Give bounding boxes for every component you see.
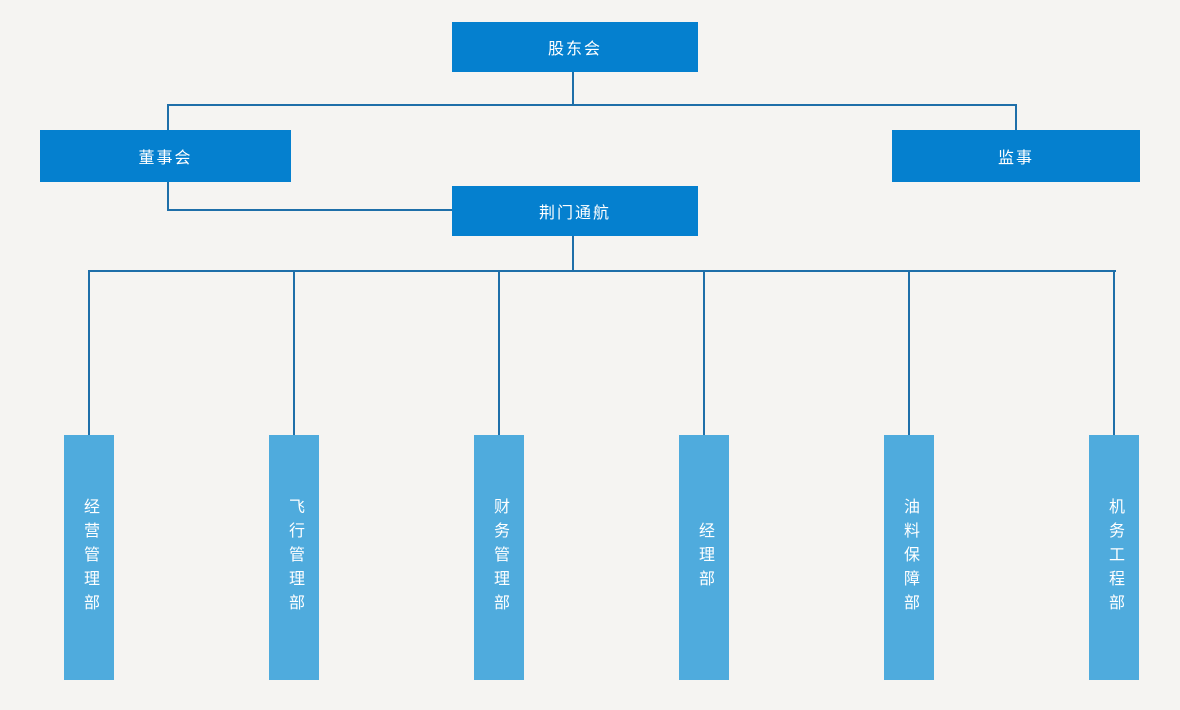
- node-label: 油料保障部: [901, 497, 918, 618]
- node-label: 财务管理部: [491, 497, 508, 618]
- connector-drop-supervisor: [1015, 104, 1017, 131]
- connector-company-stub: [572, 236, 574, 271]
- node-company: 荆门通航: [452, 186, 698, 236]
- connector-board-down: [167, 182, 169, 211]
- connector-drop-dept-2: [293, 270, 295, 435]
- connector-drop-dept-3: [498, 270, 500, 435]
- node-label: 荆门通航: [538, 205, 611, 222]
- connector-drop-dept-5: [908, 270, 910, 435]
- connector-level2-horizontal: [167, 104, 1017, 106]
- node-dept-flight-management: 飞行管理部: [269, 435, 319, 680]
- node-dept-fuel-support: 油料保障部: [884, 435, 934, 680]
- connector-drop-dept-6: [1113, 270, 1115, 435]
- connector-departments-horizontal: [88, 270, 1116, 272]
- node-label: 经营管理部: [81, 497, 98, 618]
- node-label: 董事会: [138, 150, 193, 167]
- node-dept-operations-management: 经营管理部: [64, 435, 114, 680]
- node-supervisor: 监事: [892, 130, 1140, 182]
- node-dept-manager: 经理部: [679, 435, 729, 680]
- connector-drop-dept-1: [88, 270, 90, 435]
- connector-root-stub: [572, 72, 574, 105]
- node-label: 飞行管理部: [286, 497, 303, 618]
- node-dept-finance-management: 财务管理部: [474, 435, 524, 680]
- node-label: 监事: [997, 150, 1034, 167]
- node-shareholders-meeting: 股东会: [452, 22, 698, 72]
- node-label: 机务工程部: [1106, 497, 1123, 618]
- connector-board-to-company: [167, 209, 452, 211]
- connector-drop-board: [167, 104, 169, 131]
- node-label: 股东会: [547, 41, 602, 58]
- node-label: 经理部: [696, 521, 713, 594]
- node-board-of-directors: 董事会: [40, 130, 291, 182]
- node-dept-maintenance-engineering: 机务工程部: [1089, 435, 1139, 680]
- connector-drop-dept-4: [703, 270, 705, 435]
